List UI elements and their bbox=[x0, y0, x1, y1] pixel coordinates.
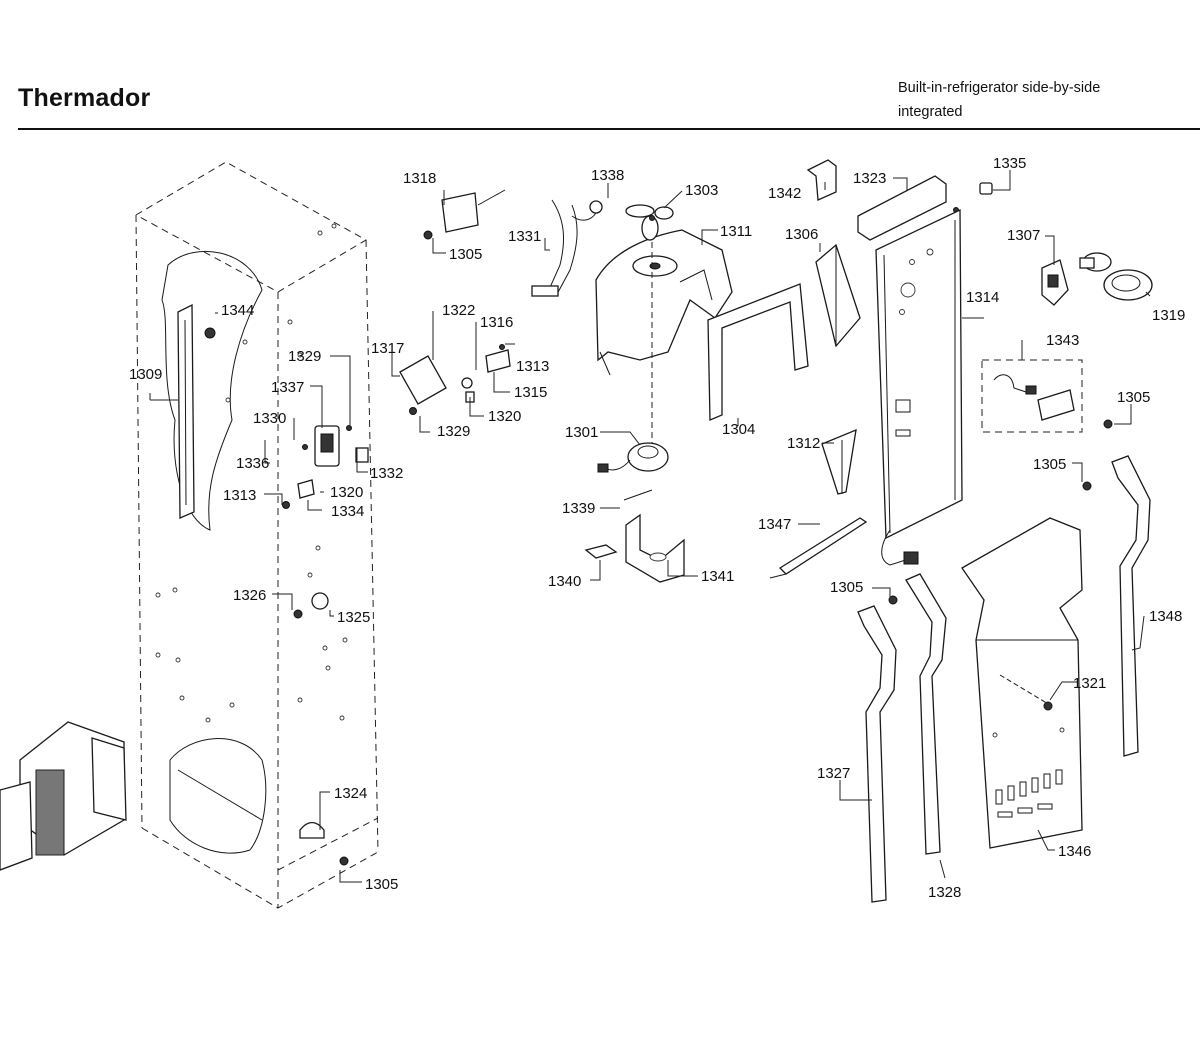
label-1329-b: 1329 bbox=[437, 423, 470, 440]
label-1313-a: 1313 bbox=[516, 358, 549, 375]
label-1306: 1306 bbox=[785, 226, 818, 243]
label-1323: 1323 bbox=[853, 170, 886, 187]
label-1315: 1315 bbox=[514, 384, 547, 401]
label-1328: 1328 bbox=[928, 884, 961, 901]
part-1306-wedge bbox=[815, 243, 861, 348]
cabinet-small-parts bbox=[204, 327, 369, 866]
label-1309: 1309 bbox=[129, 366, 162, 383]
label-1312: 1312 bbox=[787, 435, 820, 452]
label-1335: 1335 bbox=[993, 155, 1026, 172]
label-1314: 1314 bbox=[966, 289, 999, 306]
label-1326: 1326 bbox=[233, 587, 266, 604]
label-1339: 1339 bbox=[562, 500, 595, 517]
label-1344: 1344 bbox=[221, 302, 254, 319]
part-1303-fan-blade bbox=[625, 204, 674, 241]
label-1305-e: 1305 bbox=[365, 876, 398, 893]
label-1324: 1324 bbox=[334, 785, 367, 802]
label-1338: 1338 bbox=[591, 167, 624, 184]
label-1307: 1307 bbox=[1007, 227, 1040, 244]
label-1346: 1346 bbox=[1058, 843, 1091, 860]
part-1342-clip bbox=[806, 159, 837, 201]
brand-title: Thermador bbox=[18, 84, 151, 112]
label-1341: 1341 bbox=[701, 568, 734, 585]
label-1305-d: 1305 bbox=[830, 579, 863, 596]
label-1313-b: 1313 bbox=[223, 487, 256, 504]
part-1311-fan-housing bbox=[595, 229, 733, 455]
part-1346-rear-cover bbox=[961, 517, 1083, 849]
label-1318: 1318 bbox=[403, 170, 436, 187]
label-1340: 1340 bbox=[548, 573, 581, 590]
part-1343-switch-assembly bbox=[981, 359, 1113, 433]
label-1337: 1337 bbox=[271, 379, 304, 396]
part-1347-strip bbox=[769, 517, 868, 579]
label-1327: 1327 bbox=[817, 765, 850, 782]
label-1348: 1348 bbox=[1149, 608, 1182, 625]
subtitle-line-2: integrated bbox=[898, 104, 963, 120]
part-1301-motor bbox=[584, 442, 685, 583]
label-1320-a: 1320 bbox=[488, 408, 521, 425]
label-1305-a: 1305 bbox=[449, 246, 482, 263]
header-rule bbox=[18, 128, 1200, 130]
page-header: Thermador Built-in-refrigerator side-by-… bbox=[0, 0, 1200, 135]
label-1334: 1334 bbox=[331, 503, 364, 520]
label-1317: 1317 bbox=[371, 340, 404, 357]
part-1312-wedge bbox=[821, 428, 857, 495]
label-1325: 1325 bbox=[337, 609, 370, 626]
part-1317-cover bbox=[399, 344, 511, 415]
label-1319: 1319 bbox=[1152, 307, 1185, 324]
label-1336: 1336 bbox=[236, 455, 269, 472]
part-1327-rail bbox=[857, 595, 898, 903]
leader-lines bbox=[215, 170, 1151, 883]
label-1343: 1343 bbox=[1046, 332, 1079, 349]
fridge-thumbnail-illustration bbox=[0, 721, 127, 871]
part-1304-gasket bbox=[707, 283, 809, 421]
document-subtitle: Built-in-refrigerator side-by-side integ… bbox=[898, 76, 1100, 124]
label-1329-a: 1329 bbox=[288, 348, 321, 365]
part-1307-lamp-socket bbox=[1041, 259, 1069, 306]
part-1331-harness bbox=[531, 199, 603, 297]
cabinet-outline bbox=[135, 161, 379, 909]
label-1330: 1330 bbox=[253, 410, 286, 427]
part-1328-rail bbox=[905, 573, 947, 855]
label-1321: 1321 bbox=[1073, 675, 1106, 692]
label-1332: 1332 bbox=[370, 465, 403, 482]
part-1335-cap bbox=[979, 182, 993, 195]
label-1320-b: 1320 bbox=[330, 484, 363, 501]
part-1309-rail bbox=[149, 303, 195, 519]
label-1322: 1322 bbox=[442, 302, 475, 319]
label-1305-c: 1305 bbox=[1033, 456, 1066, 473]
label-1303: 1303 bbox=[685, 182, 718, 199]
part-1319-lamp-cover bbox=[1079, 252, 1153, 301]
label-1311: 1311 bbox=[720, 223, 752, 240]
part-1348-rail bbox=[1082, 455, 1151, 757]
label-1316: 1316 bbox=[480, 314, 513, 331]
part-1323-cover-strip bbox=[857, 175, 959, 241]
part-1314-panel bbox=[875, 208, 963, 566]
label-1301: 1301 bbox=[565, 424, 598, 441]
subtitle-line-1: Built-in-refrigerator side-by-side bbox=[898, 80, 1101, 96]
label-1304: 1304 bbox=[722, 421, 755, 438]
part-number-labels: 1318 1338 1303 1342 1323 1335 1331 1311 … bbox=[129, 155, 1185, 901]
label-1342: 1342 bbox=[768, 185, 801, 202]
part-1318-bracket bbox=[423, 189, 506, 240]
label-1347: 1347 bbox=[758, 516, 791, 533]
label-1331: 1331 bbox=[508, 228, 541, 245]
label-1305-b: 1305 bbox=[1117, 389, 1150, 406]
